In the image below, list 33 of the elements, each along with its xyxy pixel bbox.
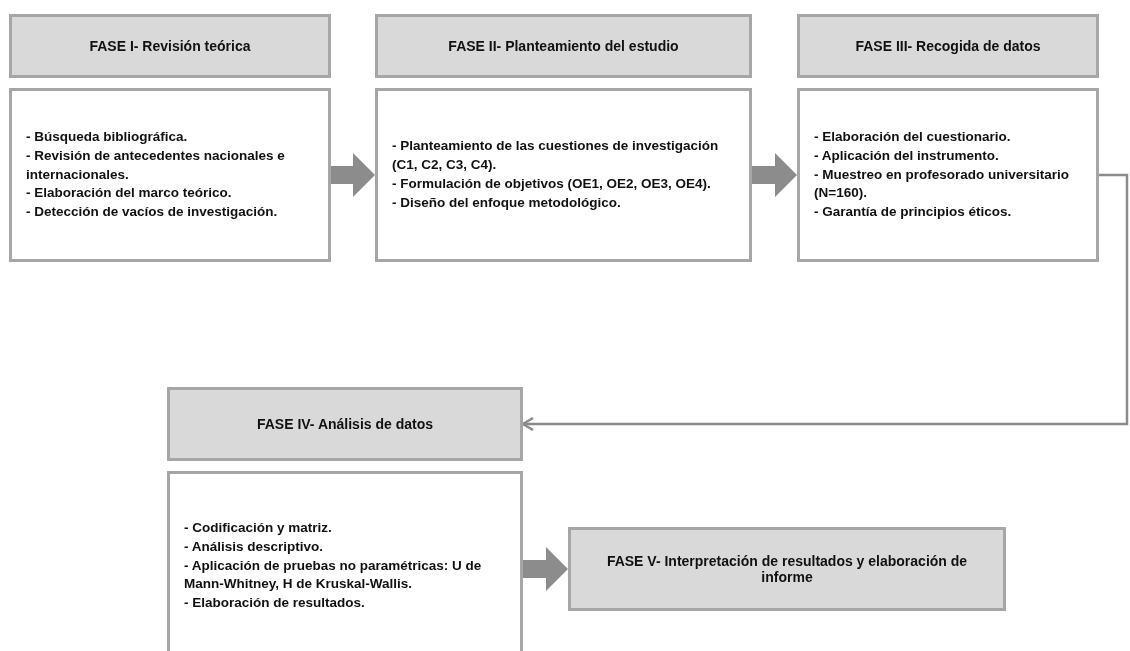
- task-item: - Formulación de objetivos (OE1, OE2, OE3, OE4).: [392, 175, 712, 193]
- phase-title: FASE III- Recogida de datos: [855, 38, 1041, 54]
- task-item: - Elaboración del cuestionario.: [814, 127, 1012, 146]
- phase-detail-box: [9, 88, 331, 262]
- connector-arrow: [521, 173, 1129, 432]
- task-item: - Aplicación del instrumento.: [814, 146, 1000, 165]
- phase-detail-box: [167, 471, 523, 651]
- phase-title: FASE IV- Análisis de datos: [256, 416, 434, 432]
- task-item: - Elaboración de resultados.: [184, 594, 366, 613]
- phase-header-box: [375, 14, 752, 78]
- block-arrow: [523, 547, 568, 591]
- phase-detail-box: [375, 88, 752, 262]
- task-item: - Revisión de antecedentes nacionales e internacionales.: [26, 146, 286, 184]
- phase-title: FASE II- Planteamiento del estudio: [448, 38, 679, 54]
- task-item: - Codificación y matriz.: [184, 518, 333, 537]
- task-item: - Búsqueda bibliográfica.: [26, 127, 189, 146]
- phase-title: FASE V- Interpretación de resultados y elaboración de informe: [605, 553, 969, 585]
- block-arrow: [331, 153, 375, 197]
- phase-header-box: [9, 14, 331, 78]
- task-item: - Aplicación de pruebas no paramétricas: U de Mann-Whitney, H de Kruskal-Wallis.: [184, 556, 483, 594]
- task-item: - Análisis descriptivo.: [184, 537, 325, 556]
- task-item: - Planteamiento de las cuestiones de investigación (C1, C2, C3, C4).: [392, 137, 720, 175]
- task-item: - Muestreo en profesorado universitario (N=160).: [814, 165, 1071, 203]
- task-item: - Elaboración del marco teórico.: [26, 184, 233, 203]
- task-item: - Detección de vacíos de investigación.: [26, 203, 279, 222]
- task-item: - Diseño del enfoque metodológico.: [392, 193, 622, 212]
- phase-header-box: [797, 14, 1099, 78]
- phase-header-box: [568, 527, 1006, 611]
- task-item: - Garantía de principios éticos.: [814, 203, 1013, 222]
- phase-header-box: [167, 387, 523, 461]
- phase-title: FASE I- Revisión teórica: [89, 38, 251, 54]
- block-arrow: [752, 153, 797, 197]
- phase-detail-box: [797, 88, 1099, 262]
